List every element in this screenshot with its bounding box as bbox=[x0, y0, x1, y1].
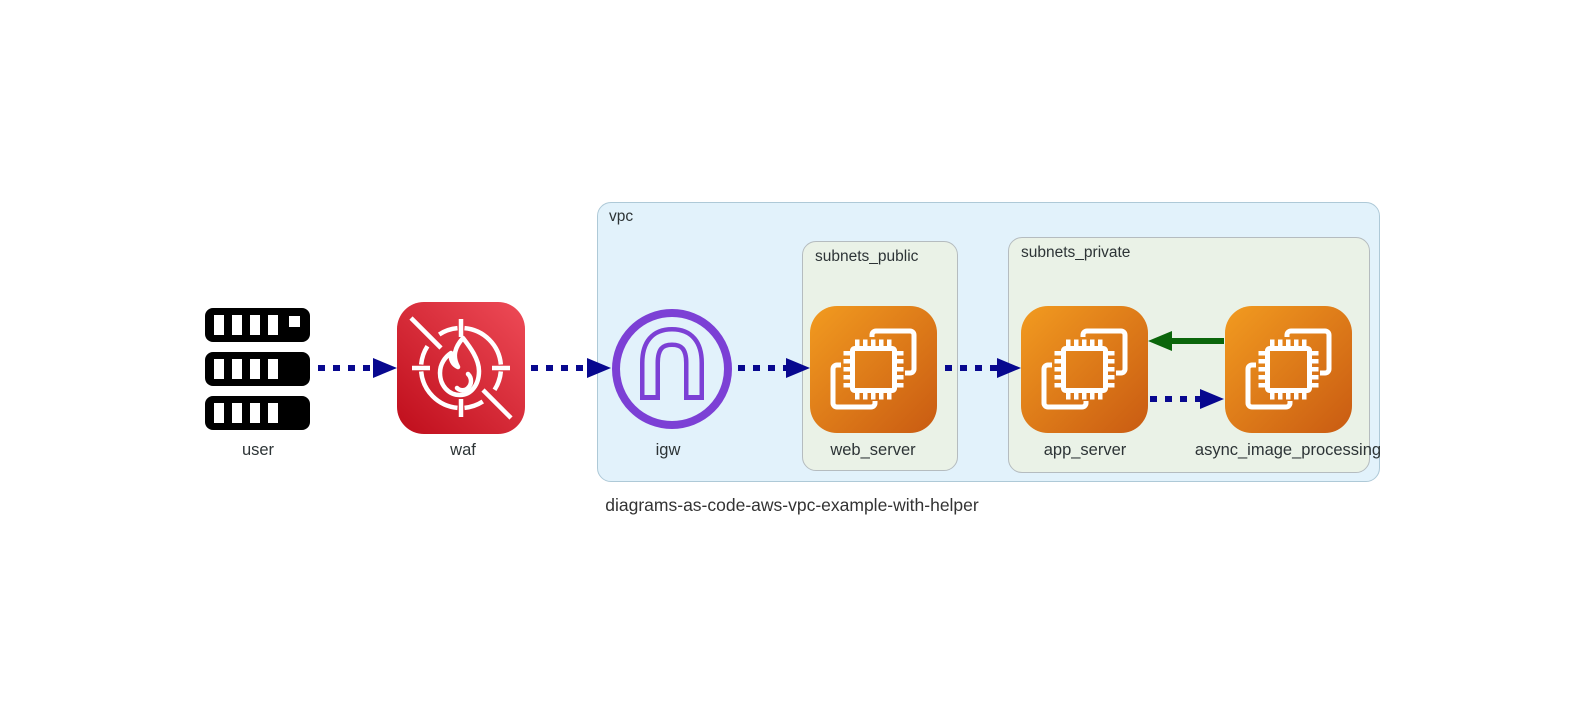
edge-web-server-app-server bbox=[945, 365, 997, 371]
edge-igw-web-server bbox=[738, 365, 786, 371]
vpc-cluster-label: vpc bbox=[609, 208, 634, 225]
edge-waf-igw bbox=[531, 365, 587, 371]
app-server-node-label: app_server bbox=[1043, 441, 1127, 459]
waf-flame-icon bbox=[397, 302, 525, 434]
app-server-node bbox=[1021, 306, 1148, 433]
arrowhead-async-app-server-icon bbox=[1148, 331, 1172, 351]
web-server-node-label: web_server bbox=[830, 441, 916, 459]
igw-node bbox=[611, 308, 733, 430]
diagram-title: diagrams-as-code-aws-vpc-example-with-he… bbox=[605, 495, 979, 515]
subnets-public-cluster-label: subnets_public bbox=[815, 248, 919, 265]
ec2-instances-icon bbox=[1021, 306, 1148, 433]
async-image-processing-node bbox=[1225, 306, 1352, 433]
user-node-label: user bbox=[241, 441, 275, 459]
waf-node bbox=[397, 302, 525, 434]
subnets-private-cluster-label: subnets_private bbox=[1021, 244, 1131, 261]
async-image-processing-node-label: async_image_processing bbox=[1194, 441, 1382, 459]
edge-user-waf bbox=[318, 365, 373, 371]
user-node bbox=[205, 308, 310, 431]
ec2-instances-icon bbox=[810, 306, 937, 433]
internet-gateway-icon bbox=[612, 309, 732, 429]
web-server-node bbox=[810, 306, 937, 433]
edge-async-app-server bbox=[1172, 338, 1224, 344]
arrowhead-user-waf-icon bbox=[373, 358, 397, 378]
server-stack-icon bbox=[205, 308, 310, 430]
edge-app-server-async bbox=[1150, 396, 1200, 402]
arrowhead-waf-igw-icon bbox=[587, 358, 611, 378]
arrowhead-app-server-async-icon bbox=[1200, 389, 1224, 409]
waf-node-label: waf bbox=[450, 441, 476, 459]
arrowhead-web-server-app-server-icon bbox=[997, 358, 1021, 378]
igw-node-label: igw bbox=[655, 441, 681, 459]
ec2-instances-icon bbox=[1225, 306, 1352, 433]
arrowhead-igw-web-server-icon bbox=[786, 358, 810, 378]
